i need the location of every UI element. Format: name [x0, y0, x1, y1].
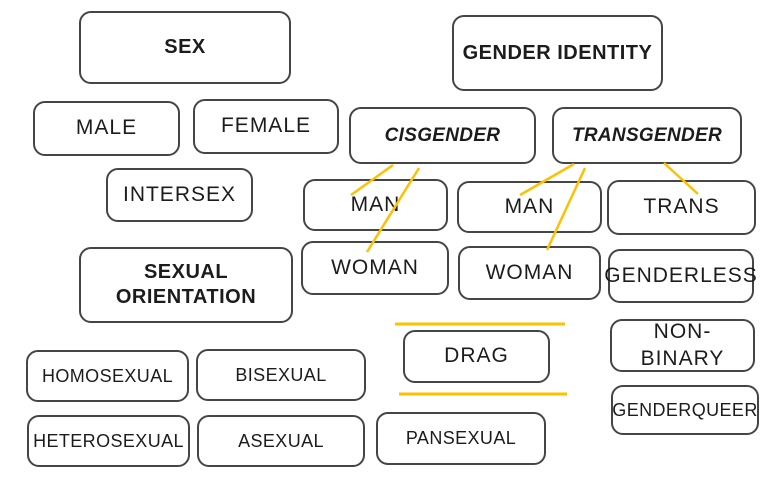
box-label-pansexual: PANSEXUAL — [405, 428, 517, 449]
box-label-bisexual: BISEXUAL — [235, 364, 327, 385]
box-label-female: FEMALE — [220, 114, 312, 138]
box-label-cis-woman: WOMAN — [331, 255, 419, 279]
box-trans-man: MAN — [457, 181, 602, 233]
box-label-asexual: ASEXUAL — [238, 430, 324, 451]
box-label-drag: DRAG — [444, 344, 509, 368]
box-label-gender-identity: GENDER IDENTITY — [462, 41, 653, 64]
box-label-trans: TRANS — [643, 195, 720, 219]
box-label-genderless: GENDERLESS — [604, 263, 758, 287]
box-genderqueer: GENDERQUEER — [611, 385, 759, 435]
box-cisgender: CISGENDER — [349, 107, 536, 164]
box-label-heterosexual: HETEROSEXUAL — [33, 430, 184, 451]
box-pansexual: PANSEXUAL — [376, 412, 546, 465]
box-label-trans-woman: WOMAN — [485, 260, 574, 284]
box-cis-man: MAN — [303, 179, 448, 231]
box-label-genderqueer: GENDERQUEER — [612, 399, 758, 420]
box-sex: SEX — [79, 11, 291, 84]
box-bisexual: BISEXUAL — [196, 349, 366, 401]
box-genderless: GENDERLESS — [604, 249, 757, 303]
box-label-trans-man: MAN — [504, 194, 555, 218]
box-label-homosexual: HOMOSEXUAL — [41, 365, 174, 386]
box-label-sex: SEX — [164, 36, 206, 58]
box-intersex: INTERSEX — [106, 168, 253, 222]
box-label-cisgender: CISGENDER — [384, 124, 501, 146]
box-label-transgender: TRANSGENDER — [571, 124, 723, 146]
box-female: FEMALE — [193, 99, 339, 154]
box-male: MALE — [33, 101, 180, 156]
box-gender-identity: GENDER IDENTITY — [452, 15, 663, 91]
box-label-male: MALE — [75, 116, 138, 140]
box-non-binary: NON-BINARY — [610, 319, 755, 372]
box-heterosexual: HETEROSEXUAL — [27, 415, 190, 467]
box-label-intersex: INTERSEX — [122, 182, 237, 206]
box-cis-woman: WOMAN — [301, 241, 449, 295]
box-label-sexual-orientation: SEXUAL ORIENTATION — [115, 261, 257, 308]
box-label-cis-man: MAN — [350, 192, 401, 216]
box-homosexual: HOMOSEXUAL — [26, 350, 189, 402]
box-asexual: ASEXUAL — [197, 415, 365, 467]
box-transgender: TRANSGENDER — [552, 107, 742, 164]
box-trans-woman: WOMAN — [458, 246, 601, 300]
box-trans: TRANS — [607, 180, 756, 235]
box-sexual-orientation: SEXUAL ORIENTATION — [79, 247, 293, 323]
box-drag: DRAG — [403, 330, 550, 383]
box-label-non-binary: NON-BINARY — [640, 320, 725, 370]
